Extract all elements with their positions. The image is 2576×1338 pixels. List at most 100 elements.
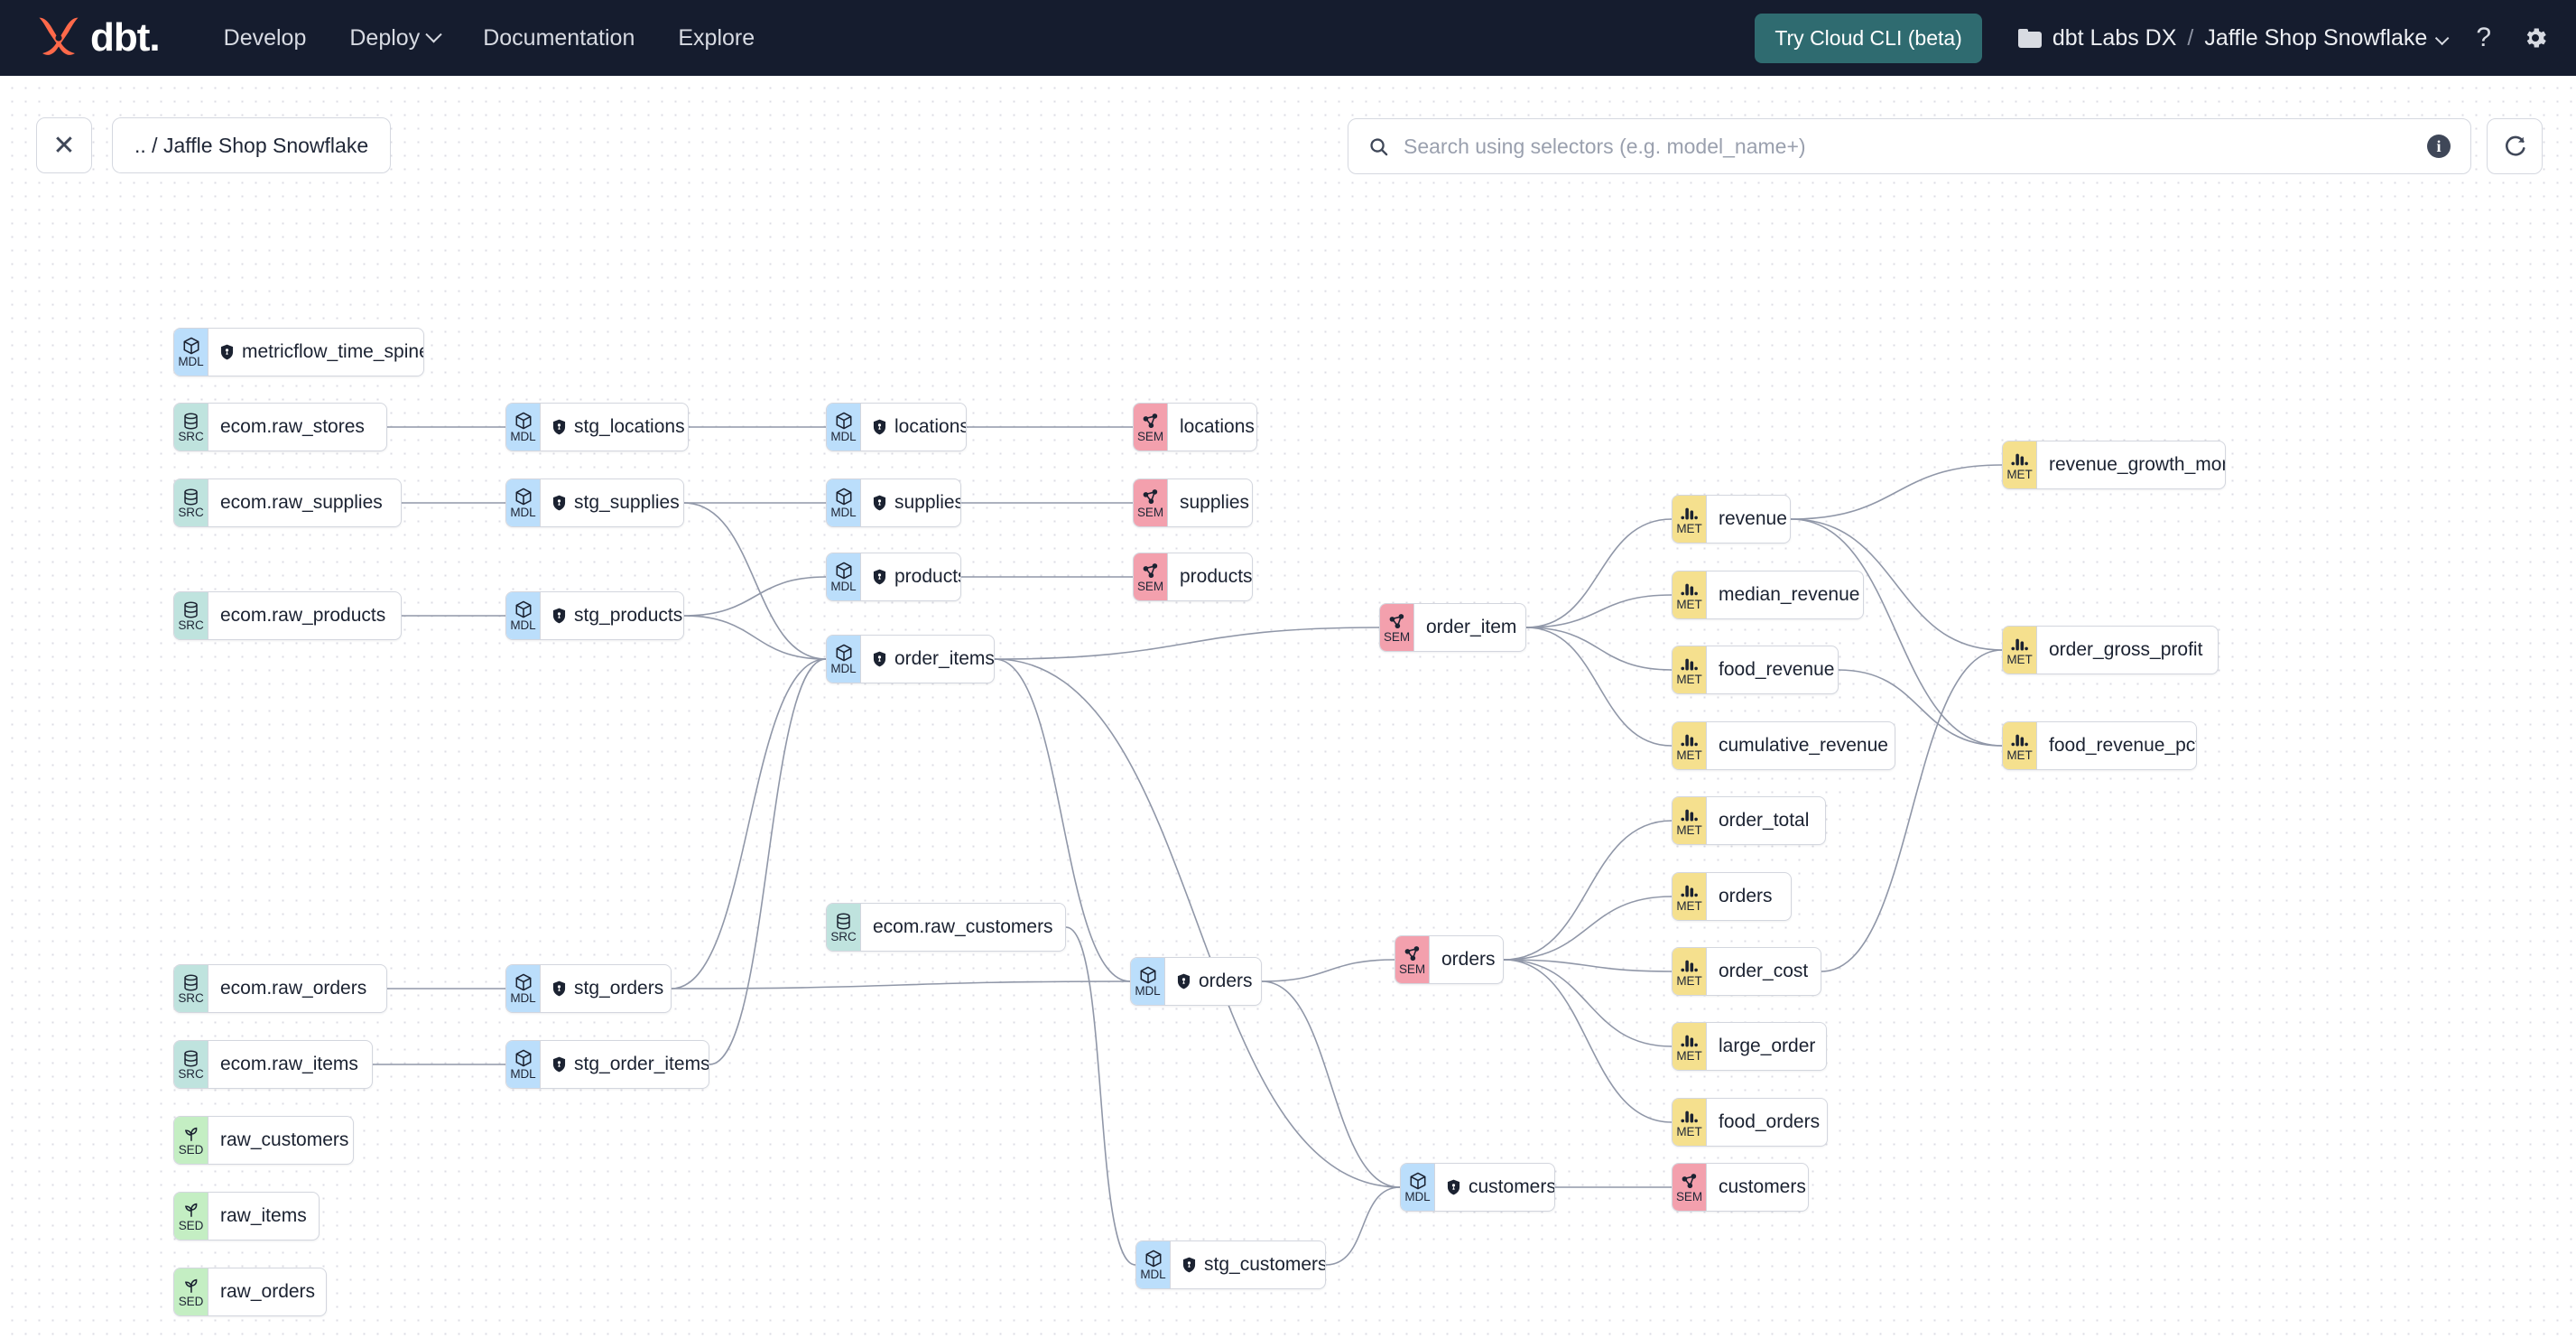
node-label: order_item — [1426, 617, 1517, 637]
node-type-label: MDL — [178, 355, 204, 368]
refresh-button[interactable] — [2487, 118, 2543, 174]
node-label: food_orders — [1719, 1111, 1821, 1132]
dbt-logo[interactable]: dbt . — [32, 14, 161, 61]
node-type-badge-met: MET — [1673, 722, 1707, 769]
met-icon — [1680, 579, 1699, 599]
node-type-label: MET — [1676, 1049, 1702, 1063]
node-body: median_revenue — [1707, 571, 1863, 618]
node-label: orders — [1199, 971, 1253, 991]
search-info-icon[interactable]: i — [2427, 135, 2451, 158]
refresh-icon — [2506, 135, 2525, 156]
node-type-label: MDL — [830, 662, 857, 675]
node-label: ecom.raw_supplies — [220, 492, 383, 513]
node-body: customers — [1707, 1164, 1808, 1211]
node-type-badge-sem: SEM — [1395, 936, 1430, 983]
protected-badge-icon — [1182, 1257, 1196, 1273]
folder-icon — [2017, 28, 2042, 48]
protected-badge-icon — [552, 419, 566, 435]
sem-icon — [1141, 487, 1160, 506]
close-button[interactable]: ✕ — [36, 117, 92, 173]
project-selector[interactable]: Jaffle Shop Snowflake — [2204, 25, 2450, 51]
node-body: ecom.raw_stores — [208, 404, 379, 451]
protected-badge-icon — [873, 495, 886, 511]
met-icon — [1680, 503, 1699, 523]
try-cloud-cli-button[interactable]: Try Cloud CLI (beta) — [1755, 13, 1982, 63]
lineage-graph-canvas[interactable]: ✕ .. / Jaffle Shop Snowflake i MDLmetric… — [0, 76, 2576, 1338]
graph-node-mdl_order_items[interactable]: MDL order_items — [826, 635, 995, 683]
node-label: stg_customers — [1204, 1254, 1326, 1275]
graph-node-ecom_raw_products[interactable]: SRC ecom.raw_products — [173, 591, 402, 640]
node-body: supplies — [1168, 479, 1252, 526]
node-type-badge-sem: SEM — [1380, 604, 1414, 651]
nav-item-explore[interactable]: Explore — [678, 25, 755, 51]
graph-node-met_order_cost[interactable]: MET order_cost — [1672, 947, 1821, 996]
graph-node-mdl_orders[interactable]: MDL orders — [1130, 957, 1262, 1006]
graph-node-ecom_raw_customers[interactable]: SRC ecom.raw_customers — [826, 903, 1066, 952]
node-label: ecom.raw_customers — [873, 916, 1053, 937]
met-icon — [1680, 729, 1699, 749]
graph-node-sem_order_item[interactable]: SEM order_item — [1379, 603, 1526, 652]
node-label: supplies — [894, 492, 961, 513]
node-type-label: SRC — [178, 618, 204, 632]
node-body: order_item — [1414, 604, 1525, 651]
node-type-badge-mdl: MDL — [506, 404, 541, 451]
nav-item-deploy[interactable]: Deploy — [349, 25, 442, 51]
nav-item-documentation[interactable]: Documentation — [483, 25, 635, 51]
account-name[interactable]: dbt Labs DX — [2052, 24, 2177, 51]
gear-icon[interactable] — [2522, 24, 2549, 51]
node-type-badge-met: MET — [1673, 948, 1707, 995]
search-bar[interactable]: i — [1348, 118, 2471, 174]
node-label: order_cost — [1719, 961, 1809, 981]
node-label: order_total — [1719, 810, 1810, 831]
node-label: stg_orders — [574, 978, 664, 999]
search-input[interactable] — [1404, 134, 2413, 159]
node-body: ecom.raw_products — [208, 592, 400, 639]
nav-item-documentation-label: Documentation — [483, 24, 635, 51]
node-label: locations — [894, 416, 967, 437]
node-type-label: MDL — [830, 580, 857, 593]
node-body: food_revenue_pct — [2037, 722, 2196, 769]
node-type-badge-src: SRC — [827, 904, 861, 951]
node-body: order_items — [861, 636, 994, 683]
node-type-badge-sed: SED — [174, 1268, 208, 1315]
breadcrumb-button[interactable]: .. / Jaffle Shop Snowflake — [112, 117, 392, 173]
node-type-badge-sed: SED — [174, 1193, 208, 1240]
nav-item-develop[interactable]: Develop — [224, 25, 307, 51]
help-icon[interactable]: ? — [2476, 23, 2491, 52]
node-type-label: MDL — [1135, 984, 1161, 998]
